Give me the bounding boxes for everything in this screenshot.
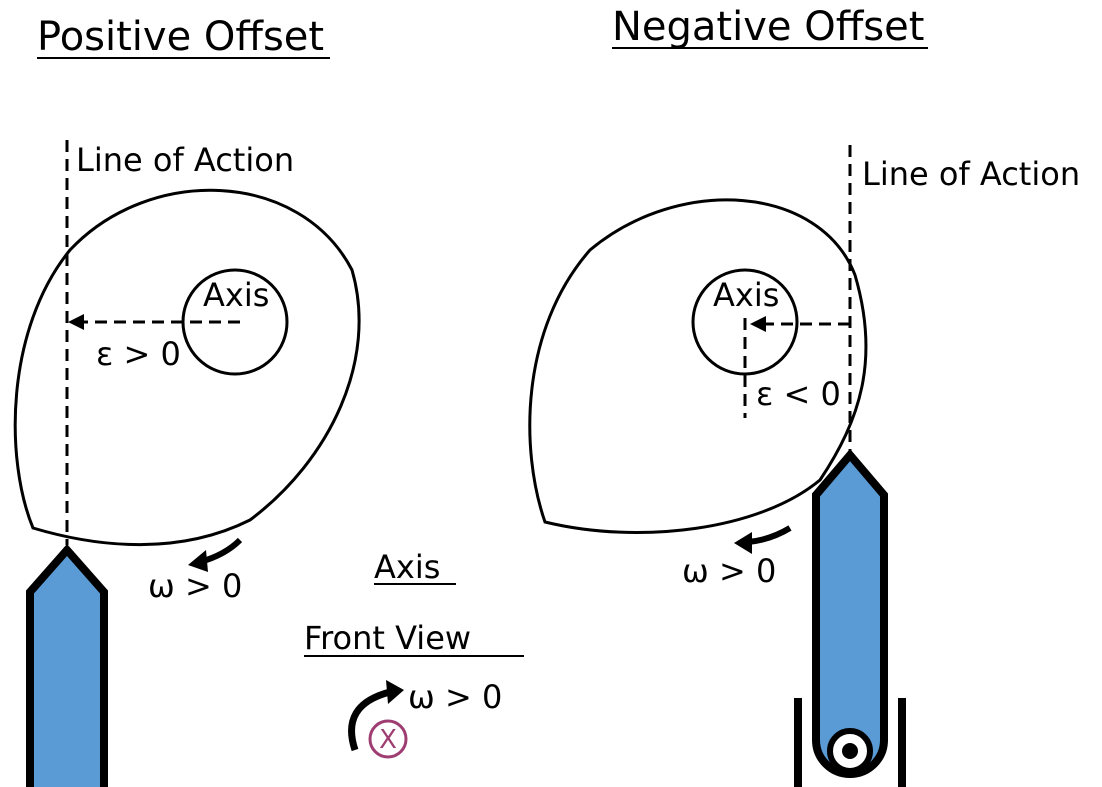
legend-axis-title: Axis [374, 548, 440, 586]
positive-cam-profile [13, 188, 361, 547]
legend-curved-arrowhead [386, 680, 404, 704]
positive-offset-panel: Positive Offset Line of Action Axis ε > … [13, 14, 361, 787]
positive-offset-label: ε > 0 [96, 335, 181, 373]
negative-rotation-arrowhead [734, 532, 752, 554]
negative-line-of-action-label: Line of Action [862, 155, 1080, 193]
positive-offset-title: Positive Offset [37, 14, 324, 60]
circled-x-symbol: X [379, 725, 397, 755]
negative-cam-profile [528, 198, 868, 534]
legend-omega-label: ω > 0 [408, 678, 502, 716]
positive-offset-arrowhead [68, 314, 84, 330]
positive-line-of-action-label: Line of Action [76, 141, 294, 179]
positive-omega-label: ω > 0 [148, 567, 242, 605]
negative-offset-arrowhead [750, 316, 766, 332]
positive-rotation-arrowhead [188, 550, 208, 572]
legend-curved-arrow-icon [348, 688, 391, 752]
axis-front-view-legend: Axis Front View ω > 0 X [304, 548, 524, 759]
negative-rotation-arrow-icon [747, 525, 792, 545]
positive-axis-label: Axis [203, 276, 269, 314]
negative-offset-title: Negative Offset [612, 4, 924, 50]
negative-axis-label: Axis [713, 276, 779, 314]
negative-omega-label: ω > 0 [682, 552, 776, 590]
negative-axis-circle [691, 268, 799, 376]
negative-roller-follower [812, 448, 888, 778]
positive-knife-follower [26, 543, 108, 787]
negative-offset-label: ε < 0 [756, 375, 841, 413]
roller-pin [842, 743, 858, 759]
circled-x-icon [368, 719, 408, 759]
negative-offset-panel: Negative Offset Line of Action Axis ε < … [528, 4, 1080, 787]
legend-front-view-title: Front View [304, 619, 471, 657]
